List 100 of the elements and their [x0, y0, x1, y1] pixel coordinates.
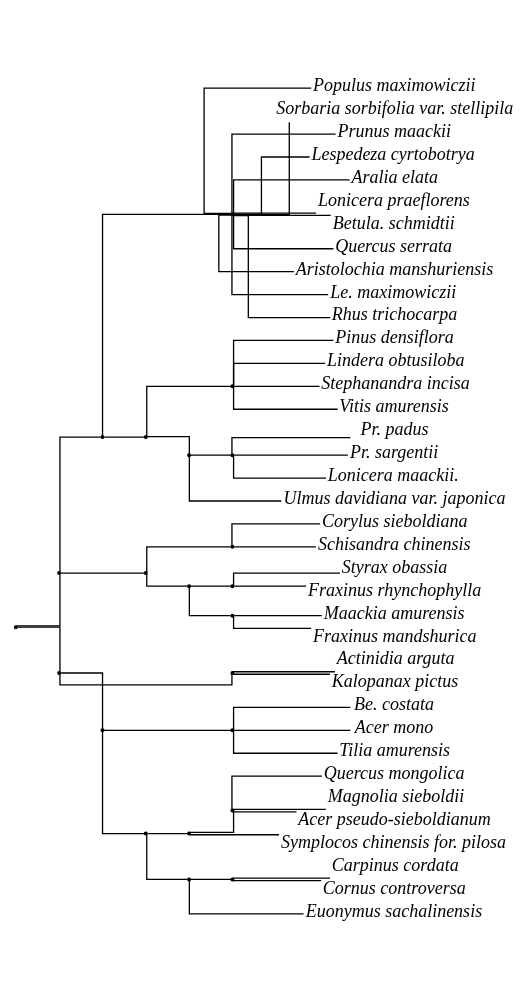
connector — [60, 572, 146, 574]
connector — [59, 436, 102, 573]
connector — [233, 615, 323, 617]
node-point — [187, 877, 192, 882]
connector — [101, 731, 145, 835]
node-text: Symplocos chinensis for. pilosa — [281, 831, 507, 852]
node-point — [230, 544, 235, 549]
connector — [188, 810, 235, 833]
connector — [233, 454, 349, 456]
node-point — [143, 571, 148, 576]
node-text: Rhus trichocarpa — [331, 304, 458, 325]
node-point — [57, 671, 62, 675]
connector — [60, 672, 104, 730]
node-text: Lonicera maackii. — [327, 465, 459, 486]
node-text: Tilia amurensis — [339, 740, 451, 761]
connector — [101, 213, 232, 437]
node-point — [230, 384, 235, 389]
connector — [103, 436, 145, 438]
connector — [231, 215, 331, 319]
node-point — [230, 877, 235, 882]
node-text: Aristolochia manshuriensis — [295, 258, 494, 279]
node-text: Sorbaria sorbifolia var. stellipila — [276, 98, 514, 119]
connector — [231, 437, 352, 455]
connector — [231, 811, 298, 813]
node-text: Fraxinus rhynchophylla — [308, 579, 482, 600]
node-point — [230, 584, 235, 589]
node-point — [230, 728, 235, 733]
node-text: Maackia amurensis — [323, 602, 465, 623]
connector — [233, 385, 321, 387]
node-point — [187, 453, 192, 458]
node-point — [100, 435, 105, 440]
connector — [146, 573, 188, 587]
node-text: Vitis amurensis — [339, 396, 449, 417]
node-text: Pr. sargentii — [349, 442, 439, 463]
connector — [233, 585, 307, 587]
node-text: Quercus mongolica — [323, 763, 465, 784]
connector — [103, 729, 232, 731]
node-point — [230, 453, 235, 458]
connector — [188, 834, 280, 836]
connector — [190, 454, 232, 456]
node-text: Kalopanax pictus — [331, 671, 459, 692]
connector — [17, 626, 61, 673]
node-text: Euonymus sachalinensis — [305, 900, 483, 921]
connector — [146, 385, 232, 437]
node-point — [187, 584, 192, 589]
node-point — [143, 831, 148, 836]
connector — [15, 573, 61, 627]
node-text: Aralia elata — [351, 166, 439, 187]
node-point — [230, 808, 235, 813]
node-text: Styrax obassia — [341, 556, 448, 577]
node-text: Fraxinus mandshurica — [313, 625, 477, 646]
node-text: Quercus serrata — [335, 235, 452, 256]
node-text: Carpinus cordata — [331, 854, 459, 875]
node-text: Lonicera praeflorens — [317, 189, 470, 210]
connector — [146, 546, 232, 573]
node-text: Magnolia sieboldii — [327, 786, 465, 807]
connector — [231, 877, 331, 879]
node-text: Schisandra chinensis — [317, 533, 471, 554]
connector — [188, 456, 282, 502]
node-point — [187, 831, 192, 836]
connector — [231, 133, 337, 214]
node-text: Betula. schmidtii — [332, 212, 455, 233]
node-text: Corylus sieboldiana — [322, 510, 468, 531]
node-point — [13, 625, 18, 630]
connector — [190, 585, 232, 587]
node-text: Lindera obtusiloba — [326, 350, 465, 371]
node-point — [57, 571, 62, 576]
node-text: Pinus densiflora — [335, 327, 454, 348]
connector — [190, 878, 232, 881]
connector — [231, 215, 329, 296]
connector — [232, 572, 341, 587]
node-text: Acer pseudo-sieboldianum — [298, 809, 491, 830]
connector — [231, 523, 321, 546]
connector — [232, 615, 312, 629]
node-text: Prunus maackii — [337, 121, 452, 142]
connector — [147, 832, 189, 835]
node-text: Ulmus davidiana var. japonica — [283, 487, 506, 508]
node-text: Le. maximowiczii — [330, 281, 457, 302]
node-point — [230, 613, 235, 618]
node-text: Populus maximowiczii — [313, 75, 476, 96]
node-point — [143, 435, 148, 440]
connector — [231, 212, 317, 214]
node-point — [230, 212, 235, 217]
node-text: Acer mono — [354, 717, 434, 738]
connector — [231, 808, 327, 811]
node-text: Pr. padus — [360, 419, 429, 440]
connector — [231, 775, 323, 810]
connector — [233, 546, 317, 548]
node-point — [230, 671, 235, 675]
node-text: Cornus controversa — [322, 877, 466, 898]
node-text: Stephanandra incisa — [321, 373, 470, 394]
connector — [146, 834, 188, 881]
node-point — [100, 728, 105, 733]
node-text: Actinidia arguta — [336, 648, 455, 669]
node-text: Lespedeza cyrtobotrya — [311, 143, 475, 164]
connector — [146, 435, 190, 455]
connector — [233, 729, 352, 731]
connector — [233, 156, 311, 215]
node-text: Be. costata — [353, 694, 434, 715]
connector — [188, 880, 305, 915]
